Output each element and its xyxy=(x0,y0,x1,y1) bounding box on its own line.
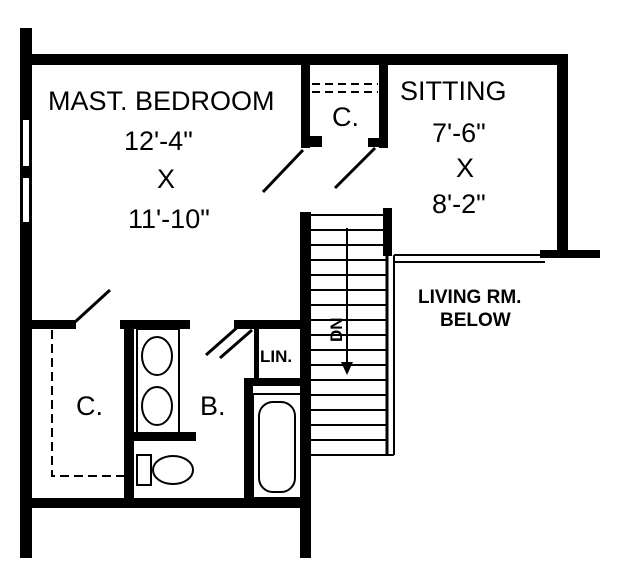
wall-sitting-bottom xyxy=(540,250,600,258)
toilet-bowl xyxy=(152,455,194,485)
stair-treads xyxy=(311,229,394,456)
wall-closet-lower-right xyxy=(124,320,134,502)
vanity xyxy=(136,328,180,434)
labels: MAST. BEDROOM 12'-4" X 11'-10" SITTING 7… xyxy=(48,76,521,421)
bathtub xyxy=(252,393,302,499)
closet-shelf xyxy=(312,83,378,93)
door-closet-upper-left xyxy=(261,148,305,194)
wall-stair-left xyxy=(300,212,311,558)
wall-linen-bottom xyxy=(244,378,304,386)
door-closet-upper-right xyxy=(333,146,377,190)
wall-top xyxy=(20,54,568,65)
door-closet-lower xyxy=(73,288,112,324)
toilet-tank xyxy=(136,454,152,486)
master-bedroom-name: MAST. BEDROOM xyxy=(48,86,275,116)
closet-lower-shelf xyxy=(51,330,124,477)
door-bath xyxy=(205,323,241,357)
closet-upper-label: C. xyxy=(332,102,359,132)
sitting-name: SITTING xyxy=(400,76,507,106)
wall-closet-right xyxy=(379,60,388,148)
living-below-line1: LIVING RM. xyxy=(418,287,521,308)
wall-bath-top xyxy=(234,320,306,329)
vanity-counter xyxy=(136,328,180,434)
living-below-line2: BELOW xyxy=(440,310,511,331)
wall-closet-lower-top xyxy=(28,320,76,329)
linen-label: LIN. xyxy=(260,347,292,366)
sink-lower xyxy=(141,386,173,426)
wall-bath-left xyxy=(244,378,253,502)
master-bedroom-length: 11'-10" xyxy=(128,204,210,234)
upper-partitions xyxy=(301,60,392,256)
door-linen xyxy=(219,328,253,360)
window-left-lower xyxy=(23,178,29,222)
tub-inner xyxy=(258,401,296,493)
stair xyxy=(311,214,560,456)
sink-upper xyxy=(141,336,173,376)
wall-closet-left-jamb xyxy=(306,136,322,147)
wall-bottom xyxy=(20,498,310,508)
sitting-width: 7'-6" xyxy=(432,118,486,148)
wall-closet-right-jamb xyxy=(368,138,388,147)
door-swings xyxy=(73,146,377,360)
wall-linen-left xyxy=(254,325,259,380)
stair-dn-label: DN xyxy=(327,317,346,342)
master-bedroom-by: X xyxy=(157,164,175,194)
closet-lower-label: C. xyxy=(76,391,103,421)
wall-right-sitting xyxy=(557,54,568,256)
wall-closet-left xyxy=(301,60,310,148)
toilet xyxy=(136,454,194,486)
sitting-length: 8'-2" xyxy=(432,189,486,219)
lower-partitions xyxy=(28,320,306,502)
master-bedroom-width: 12'-4" xyxy=(124,126,193,156)
stair-arrow-head xyxy=(341,362,353,375)
sitting-by: X xyxy=(456,153,474,183)
wall-left xyxy=(20,28,32,558)
bath-label: B. xyxy=(200,391,226,421)
wall-vanity-top xyxy=(120,320,190,329)
window-left-upper xyxy=(23,120,29,166)
wall-toilet-divider xyxy=(130,432,196,441)
tub-outer xyxy=(252,393,302,499)
windows xyxy=(23,120,29,222)
